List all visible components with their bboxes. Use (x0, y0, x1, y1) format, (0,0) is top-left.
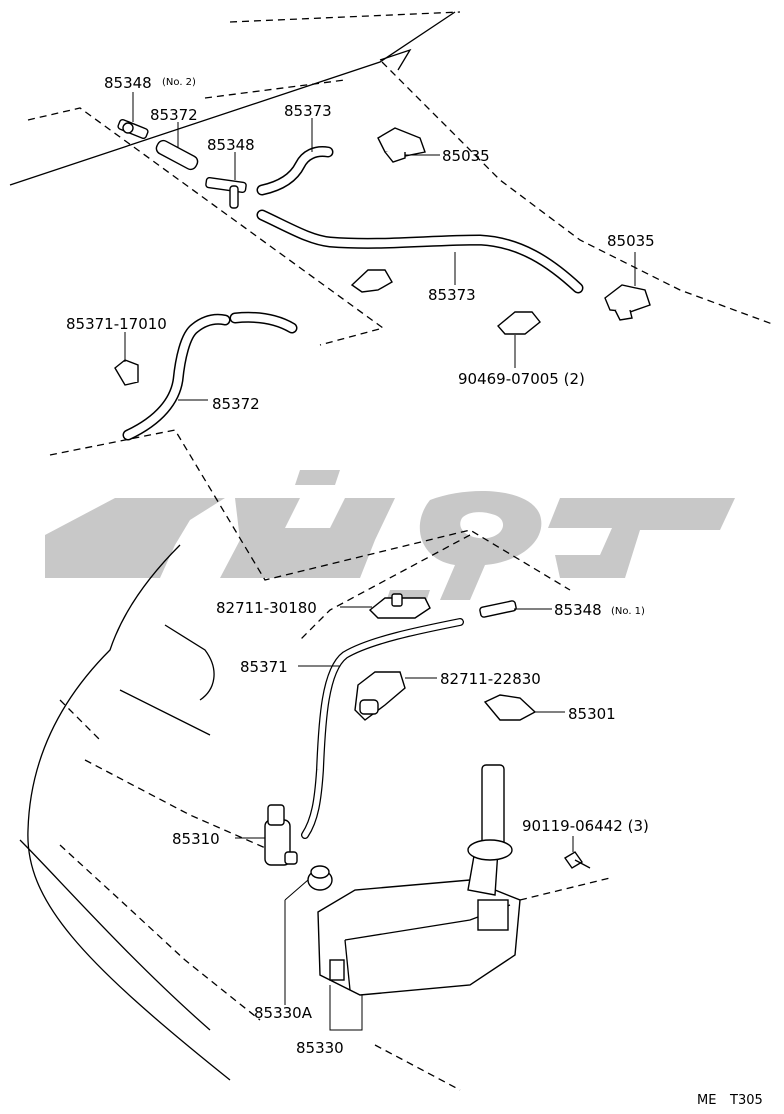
reservoir-85330 (317, 764, 521, 996)
label-85373-top: 85373 (284, 102, 332, 120)
figure-code-left: ME (697, 1093, 716, 1108)
label-85310: 85310 (172, 830, 220, 848)
hose-85372-top (155, 139, 199, 171)
hose-85372-low (122, 311, 298, 441)
label-85348-no2-note: (No. 2) (162, 77, 196, 88)
label-85348-no2: 85348 (104, 74, 152, 92)
label-85035-b: 85035 (607, 232, 655, 250)
figure-code-right: T305 (729, 1093, 763, 1108)
label-90469-07005: 90469-07005 (2) (458, 370, 585, 388)
grommet-82711-30180 (368, 593, 431, 619)
clip-upper (350, 269, 393, 293)
tube-85371 (301, 618, 464, 839)
joint-85348-no1 (479, 600, 517, 618)
joint-85348-mid (205, 176, 247, 209)
label-85330: 85330 (296, 1039, 344, 1057)
bolt-90119 (563, 851, 591, 869)
label-85348-no1: 85348 (554, 601, 602, 619)
label-85371-17010: 85371-17010 (66, 315, 167, 333)
grommet-82711-22830 (354, 671, 406, 721)
hose-85373-long (256, 209, 584, 294)
label-85371: 85371 (240, 658, 288, 676)
watermark-logo (45, 470, 735, 605)
vehicle-body-outlines (9, 11, 776, 1091)
nozzle-85035-a (377, 127, 426, 163)
clip-90469 (496, 311, 541, 335)
label-85035-a: 85035 (442, 147, 490, 165)
label-85348-no1-note: (No. 1) (611, 606, 645, 617)
label-85330A: 85330A (254, 1004, 313, 1022)
label-85373-mid: 85373 (428, 286, 476, 304)
pump-85310 (264, 804, 298, 866)
label-90119-06442: 90119-06442 (3) (522, 817, 649, 835)
cap-85301 (483, 694, 537, 721)
label-85372-low: 85372 (212, 395, 260, 413)
grommet-85330A (307, 865, 333, 891)
label-85301: 85301 (568, 705, 616, 723)
part-labels: 85348 (No. 2) 85372 85373 85348 85035 85… (66, 74, 763, 1108)
label-82711-30180: 82711-30180 (216, 599, 317, 617)
leader-lines (124, 92, 636, 1031)
label-85348-mid: 85348 (207, 136, 255, 154)
label-85372-top: 85372 (150, 106, 198, 124)
joint-85348-no2 (117, 118, 149, 140)
label-82711-22830: 82711-22830 (440, 670, 541, 688)
hose-85373-top (256, 146, 334, 196)
clamp-85371-17010 (114, 359, 139, 386)
nozzle-85035-b (604, 284, 651, 321)
